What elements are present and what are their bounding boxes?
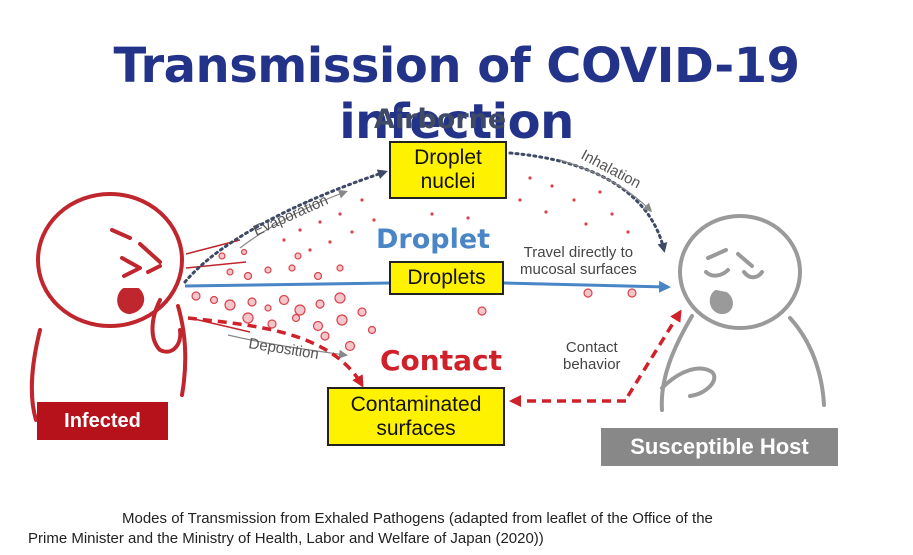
infected-badge: Infected bbox=[37, 402, 168, 440]
travel-line2: mucosal surfaces bbox=[520, 261, 637, 278]
infected-person-icon bbox=[29, 192, 188, 422]
travel-line1: Travel directly to bbox=[523, 244, 634, 261]
evaporation-arrow bbox=[183, 169, 388, 284]
contaminated-surfaces-box: Contaminated surfaces bbox=[327, 387, 505, 446]
droplet-nuclei-line2: nuclei bbox=[420, 170, 476, 193]
droplet-arrow-left bbox=[184, 281, 390, 288]
surfaces-line1: Contaminated bbox=[350, 392, 482, 416]
contact-line2: behavior bbox=[563, 356, 621, 373]
category-contact: Contact bbox=[380, 344, 502, 377]
hand-to-face-arrow bbox=[626, 309, 682, 397]
figure-caption: Modes of Transmission from Exhaled Patho… bbox=[28, 509, 888, 549]
page-title: Transmission of COVID-19 infection bbox=[113, 38, 800, 150]
contact-behavior-label: Contact behavior bbox=[563, 339, 621, 373]
evaporation-label: Evaporation bbox=[251, 192, 331, 240]
susceptible-host-badge: Susceptible Host bbox=[601, 428, 838, 466]
evaporation-guide-arrow bbox=[239, 189, 348, 249]
droplets-box: Droplets bbox=[389, 261, 504, 295]
droplet-arrow-right bbox=[503, 280, 671, 293]
deposition-arrow bbox=[187, 316, 364, 388]
inhalation-arrow bbox=[508, 151, 668, 253]
surfaces-line2: surfaces bbox=[376, 416, 456, 440]
droplet-particles bbox=[191, 248, 637, 352]
travel-directly-label: Travel directly to mucosal surfaces bbox=[520, 244, 637, 278]
droplet-nuclei-line1: Droplet bbox=[414, 146, 482, 169]
droplets-label: Droplets bbox=[407, 266, 486, 289]
contact-line1: Contact bbox=[565, 339, 618, 356]
category-droplet: Droplet bbox=[376, 224, 491, 255]
aerosol-dots bbox=[282, 176, 630, 252]
susceptible-host-icon bbox=[659, 214, 826, 412]
caption-line2: Prime Minister and the Ministry of Healt… bbox=[28, 530, 544, 547]
deposition-label: Deposition bbox=[247, 335, 320, 363]
inhalation-guide-arrow bbox=[559, 159, 653, 213]
category-airborne: Airborne bbox=[374, 104, 507, 135]
droplet-nuclei-box: Droplet nuclei bbox=[389, 141, 507, 199]
caption-line1: Modes of Transmission from Exhaled Patho… bbox=[122, 510, 713, 527]
